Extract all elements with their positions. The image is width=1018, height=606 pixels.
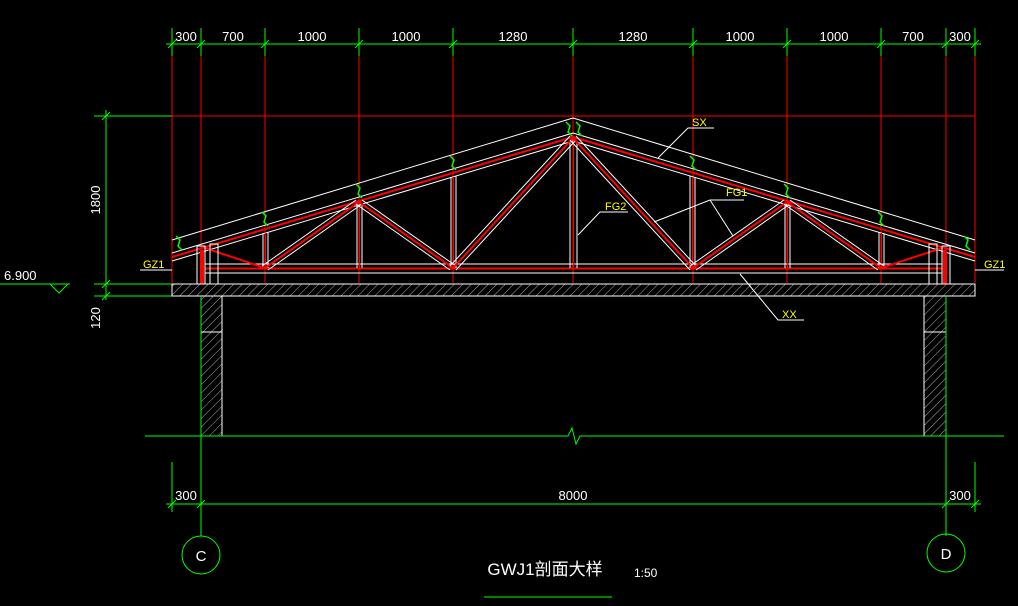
truss-vertical-centerlines <box>265 141 882 268</box>
left-dimension-lines <box>94 110 172 301</box>
roof-sheet-right <box>572 117 976 241</box>
dim-left-slab: 120 <box>88 307 103 329</box>
dim-top-8: 1000 <box>820 29 849 44</box>
elevation-marker <box>0 283 70 294</box>
axis-label-d: D <box>941 546 952 563</box>
dim-top-1: 300 <box>175 29 197 44</box>
label-fg1: FG1 <box>726 187 747 199</box>
drawing-title: GWJ1剖面大样 <box>487 560 602 579</box>
dim-bottom-left: 300 <box>175 488 197 503</box>
drawing-scale: 1:50 <box>634 566 658 580</box>
wall-right <box>923 295 947 437</box>
truss-verticals <box>262 141 885 268</box>
label-sx: SX <box>692 117 707 129</box>
dim-top-9: 700 <box>902 29 924 44</box>
dim-top-10: 300 <box>949 29 971 44</box>
dim-top-5: 1280 <box>499 29 528 44</box>
dim-bottom-span: 8000 <box>559 488 588 503</box>
gz1-red-left <box>200 250 204 284</box>
label-fg2: FG2 <box>605 201 626 213</box>
dim-top-6: 1280 <box>619 29 648 44</box>
truss-diagonals <box>204 135 943 271</box>
bottom-dimension-chain <box>166 296 981 536</box>
break-line <box>145 426 1004 446</box>
top-dimension-texts: 300 700 1000 1000 1280 1280 1000 1000 70… <box>175 29 971 44</box>
wall-left <box>200 295 223 437</box>
label-leaders <box>140 127 1004 321</box>
dim-top-7: 1000 <box>726 29 755 44</box>
top-chord <box>171 132 976 262</box>
top-dimension-chain <box>166 28 981 56</box>
label-xx: XX <box>782 309 797 321</box>
axis-bubble-d <box>926 533 966 573</box>
purlin-marks <box>175 121 971 251</box>
gz1-red-right <box>943 250 947 284</box>
roof-sheet-left <box>171 117 574 241</box>
floor-slab <box>171 283 976 297</box>
label-gz1-left: GZ1 <box>143 259 164 271</box>
axis-bubble-c <box>181 535 221 575</box>
axis-label-c: C <box>196 548 207 565</box>
dim-top-4: 1000 <box>392 29 421 44</box>
dim-left-height: 1800 <box>88 186 103 215</box>
dim-top-3: 1000 <box>298 29 327 44</box>
elevation-text: 6.900 <box>4 268 37 283</box>
label-gz1-right: GZ1 <box>984 259 1005 271</box>
dim-bottom-right: 300 <box>949 488 971 503</box>
dim-top-2: 700 <box>222 29 244 44</box>
